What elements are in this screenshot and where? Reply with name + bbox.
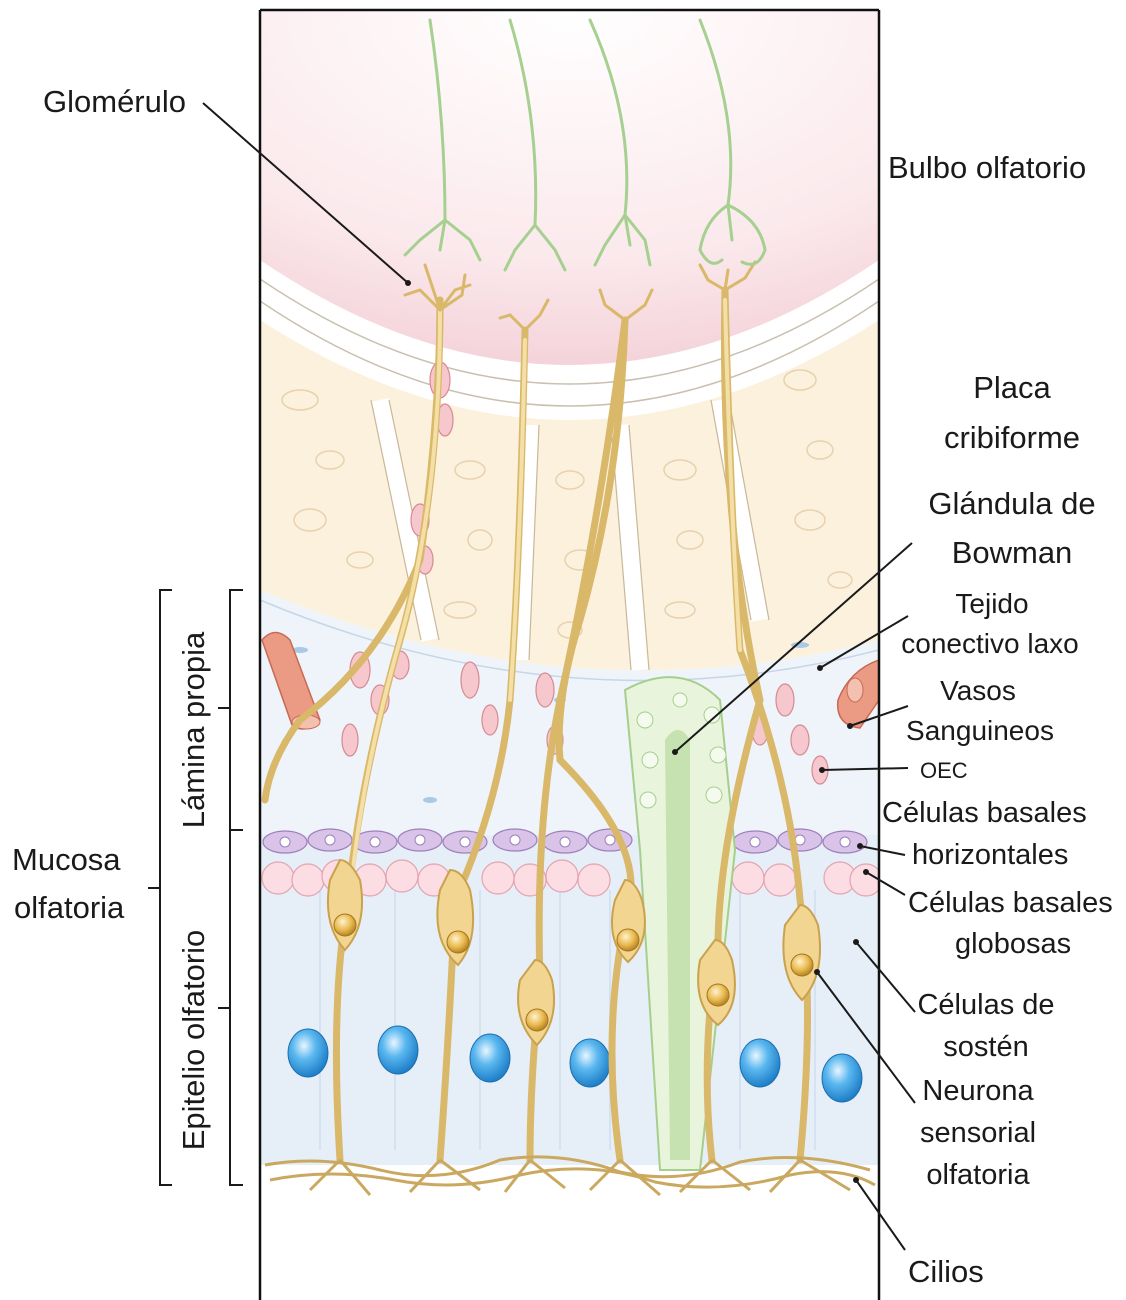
label-lamina: Lámina propia — [176, 631, 211, 828]
label-mucosa-1: Mucosa — [12, 842, 121, 877]
label-placa-1: Placa — [973, 370, 1051, 405]
illustration-panel — [260, 10, 882, 1300]
label-sosten-2: sostén — [943, 1031, 1028, 1063]
label-vasos-2: Sanguineos — [906, 715, 1054, 746]
label-basales-g-2: globosas — [955, 928, 1071, 960]
label-glandula-2: Bowman — [952, 535, 1073, 570]
label-bulbo: Bulbo olfatorio — [888, 150, 1086, 185]
label-glandula-1: Glándula de — [928, 486, 1095, 521]
label-neurona-2: sensorial — [920, 1117, 1036, 1149]
label-sosten-1: Células de — [917, 989, 1054, 1021]
label-basales-h-1: Células basales — [882, 797, 1087, 829]
label-epitelio: Epitelio olfatorio — [176, 930, 211, 1151]
label-tejido-2: conectivo laxo — [901, 628, 1078, 659]
label-oec: OEC — [920, 758, 968, 783]
label-neurona-1: Neurona — [922, 1075, 1034, 1107]
label-basales-g-1: Células basales — [908, 887, 1113, 919]
label-basales-h-2: horizontales — [912, 839, 1068, 871]
label-glomerulo: Glomérulo — [43, 84, 186, 119]
label-tejido-1: Tejido — [955, 588, 1028, 619]
label-placa-2: cribiforme — [944, 420, 1080, 455]
label-vasos-1: Vasos — [940, 675, 1016, 706]
olfactory-bulb — [260, 10, 879, 365]
label-cilios: Cilios — [908, 1254, 984, 1289]
label-neurona-3: olfatoria — [926, 1159, 1030, 1191]
label-mucosa-2: olfatoria — [14, 890, 125, 925]
